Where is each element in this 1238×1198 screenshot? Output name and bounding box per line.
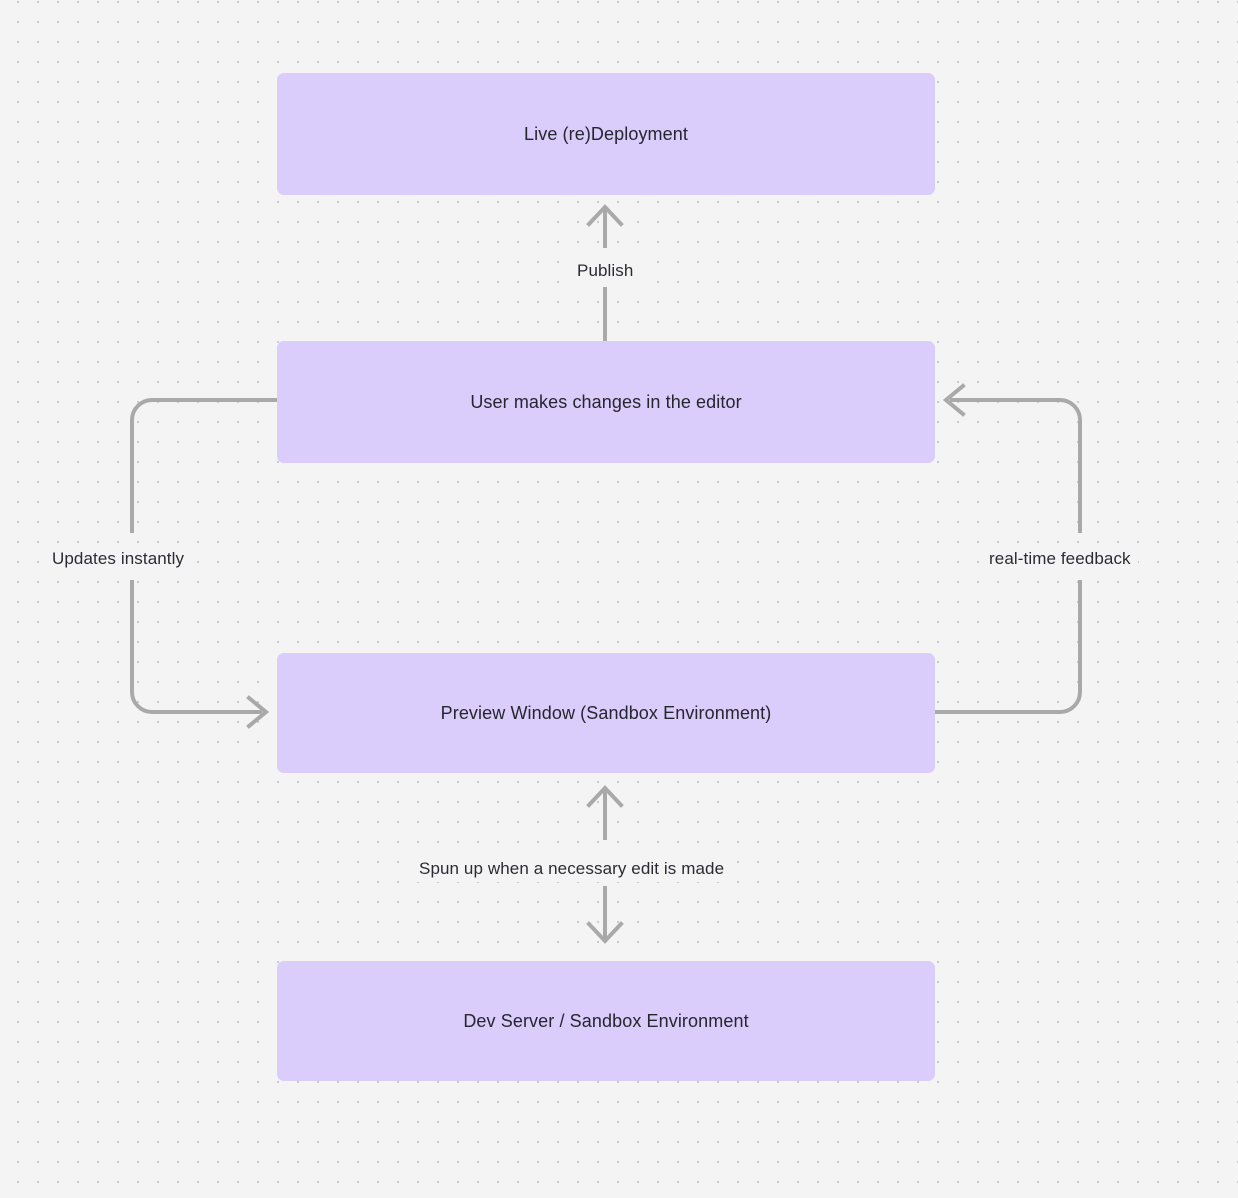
node-label: User makes changes in the editor	[470, 392, 742, 412]
edge-label-updates-instantly: Updates instantly	[45, 546, 192, 572]
edge-label-publish: Publish	[570, 258, 641, 284]
node-preview-window[interactable]: Preview Window (Sandbox Environment)	[277, 653, 935, 773]
edge-label-spun-up: Spun up when a necessary edit is made	[412, 856, 732, 882]
edge-label-real-time-feedback: real-time feedback	[982, 546, 1138, 572]
node-dev-server[interactable]: Dev Server / Sandbox Environment	[277, 961, 935, 1081]
node-label: Dev Server / Sandbox Environment	[463, 1011, 749, 1031]
node-label: Live (re)Deployment	[524, 124, 688, 144]
node-user-makes-changes[interactable]: User makes changes in the editor	[277, 341, 935, 463]
node-live-redeployment[interactable]: Live (re)Deployment	[277, 73, 935, 195]
node-label: Preview Window (Sandbox Environment)	[440, 703, 772, 723]
